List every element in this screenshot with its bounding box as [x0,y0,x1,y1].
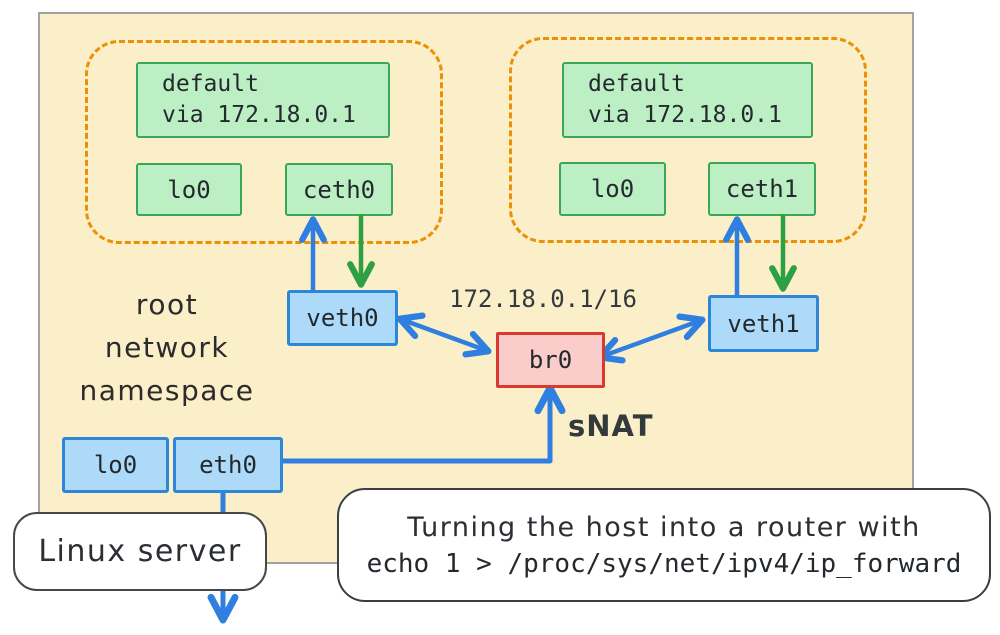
namespace-2-route-table: default via 172.18.0.1 [562,62,813,138]
caption-line: namespace [79,374,255,407]
interface-label: lo0 [93,451,138,479]
namespace-2-dashed-boundary [509,37,867,243]
bridge-label: br0 [528,346,573,374]
linux-server-callout: Linux server [13,512,267,591]
route-line: default [162,71,259,97]
caption-line: root [135,288,199,321]
namespace-1-ceth0-interface: ceth0 [285,163,393,216]
namespace-1-dashed-boundary [85,40,443,244]
interface-label: lo0 [590,175,635,203]
ip-forward-callout: Turning the host into a router with echo… [337,488,991,602]
root-namespace-caption: root network namespace [62,283,272,412]
interface-label: lo0 [167,175,211,204]
interface-label: veth1 [727,309,800,338]
host-lo0-interface: lo0 [62,437,169,493]
interface-label: veth0 [306,304,379,332]
bridge-ip-label: 172.18.0.1/16 [449,285,637,313]
snat-label: sNAT [568,409,654,443]
caption-line: network [104,331,230,364]
veth0-interface: veth0 [287,290,398,346]
server-label: Linux server [38,534,242,569]
host-eth0-interface: eth0 [173,437,283,493]
route-line: via 172.18.0.1 [588,102,782,128]
namespace-2-lo0-interface: lo0 [559,162,666,216]
route-line: via 172.18.0.1 [162,102,356,128]
callout-command: echo 1 > /proc/sys/net/ipv4/ip_forward [366,548,962,579]
namespace-1-lo0-interface: lo0 [136,163,242,216]
veth1-interface: veth1 [708,295,819,352]
interface-label: ceth0 [302,175,376,204]
callout-text: Turning the host into a router with [407,511,921,543]
interface-label: eth0 [199,451,257,479]
interface-label: ceth1 [725,175,799,203]
br0-bridge: br0 [496,332,605,388]
namespace-2-ceth1-interface: ceth1 [708,162,816,216]
route-line: default [588,71,685,97]
namespace-1-route-table: default via 172.18.0.1 [136,62,390,138]
